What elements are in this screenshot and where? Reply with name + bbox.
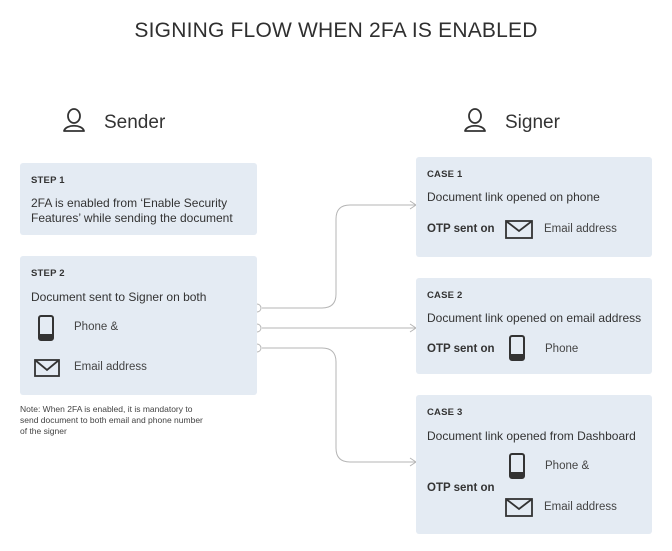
case3-otp-label: OTP sent on <box>427 482 495 494</box>
email-icon <box>505 220 533 244</box>
page-title: SIGNING FLOW WHEN 2FA IS ENABLED <box>134 19 538 42</box>
phone-icon <box>38 315 54 346</box>
sender-header: Sender <box>62 107 165 138</box>
connector-to-case1 <box>262 204 416 309</box>
email-icon <box>34 359 60 382</box>
case1-text: Document link opened on phone <box>427 190 600 204</box>
step1-label: STEP 1 <box>31 175 65 186</box>
person-icon <box>463 107 487 138</box>
step2-card: STEP 2 Document sent to Signer on both P… <box>20 256 257 395</box>
note-line2: send document to both email and phone nu… <box>20 415 203 425</box>
sender-label: Sender <box>104 111 166 133</box>
case1-channel: Email address <box>544 223 617 235</box>
step2-label: STEP 2 <box>31 268 65 279</box>
case2-text: Document link opened on email address <box>427 311 642 325</box>
note: Note: When 2FA is enabled, it is mandato… <box>20 404 203 437</box>
case3-phone: Phone & <box>545 460 590 472</box>
case1-card: CASE 1 Document link opened on phone OTP… <box>416 157 652 257</box>
case3-email: Email address <box>544 501 617 513</box>
case2-otp-label: OTP sent on <box>427 343 495 355</box>
step2-email: Email address <box>74 361 147 373</box>
case2-channel: Phone <box>545 343 579 355</box>
step1-line2: Features’ while sending the document <box>31 211 233 225</box>
phone-icon <box>509 335 525 366</box>
connector-to-case3 <box>262 347 416 463</box>
case2-label: CASE 2 <box>427 290 463 301</box>
note-line3: of the signer <box>20 426 67 436</box>
email-icon <box>505 498 533 522</box>
case3-card: CASE 3 Document link opened from Dashboa… <box>416 395 652 534</box>
case3-text: Document link opened from Dashboard <box>427 429 636 443</box>
case1-otp-label: OTP sent on <box>427 223 495 235</box>
case2-card: CASE 2 Document link opened on email add… <box>416 278 652 374</box>
step1-card: STEP 1 2FA is enabled from ‘Enable Secur… <box>20 163 257 235</box>
step2-phone: Phone & <box>74 321 119 333</box>
step1-line1: 2FA is enabled from ‘Enable Security <box>31 196 228 210</box>
phone-icon <box>509 453 525 484</box>
note-line1: Note: When 2FA is enabled, it is mandato… <box>20 404 193 414</box>
step2-text: Document sent to Signer on both <box>31 290 207 304</box>
person-icon <box>62 107 86 138</box>
signer-header: Signer <box>463 107 560 138</box>
case1-label: CASE 1 <box>427 169 463 180</box>
signer-label: Signer <box>505 111 560 133</box>
case3-label: CASE 3 <box>427 407 463 418</box>
